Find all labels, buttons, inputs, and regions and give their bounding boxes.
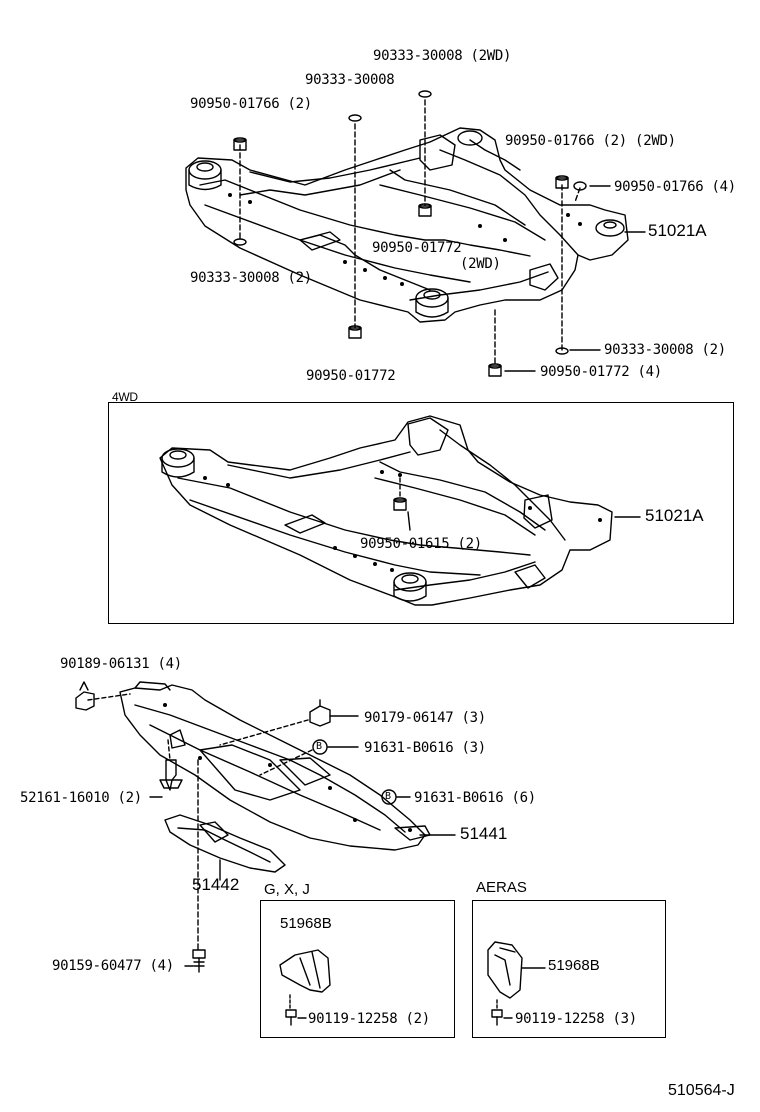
engine-under-cover-assembly: [75, 681, 456, 973]
label-top-nut-left: 90950-01766 (2): [190, 96, 312, 112]
label-plate: 51442: [192, 875, 240, 894]
label-aeras-bolt: 90119-12258 (3): [515, 1011, 637, 1027]
label-frame-4wd: 51021A: [645, 506, 704, 525]
bracket-gxj-drawing: [279, 949, 331, 1026]
label-diagram-id: 510564-J: [668, 1082, 735, 1099]
label-cover: 51441: [460, 824, 508, 843]
front-crossmember-4wd: [159, 415, 641, 606]
label-washer-left: 90333-30008 (2): [190, 270, 312, 286]
label-nut-center-2wd-code: 90950-01772: [372, 240, 462, 256]
label-section-4wd: 4WD: [112, 390, 138, 404]
bolt-marker-a: B: [316, 741, 322, 752]
label-gxj-part: 51968B: [280, 915, 332, 932]
label-washer-right-lower: 90333-30008 (2): [604, 342, 726, 358]
label-nut-90179: 90179-06147 (3): [364, 710, 486, 726]
label-nut-4wd: 90950-01615 (2): [360, 536, 482, 552]
bolt-marker-b: B: [385, 791, 391, 802]
label-clip-nut: 90189-06131 (4): [60, 656, 182, 672]
section-gxj-box: [260, 900, 455, 1038]
label-aeras-part: 51968B: [548, 957, 600, 974]
label-nut-center-2wd-tag: (2WD): [460, 256, 501, 272]
label-box-gxj-title: G, X, J: [264, 881, 310, 898]
label-nut-right-2wd: 90950-01766 (2) (2WD): [505, 133, 676, 149]
label-top-washer-center: 90333-30008: [305, 72, 395, 88]
bracket-aeras-drawing: [487, 941, 546, 1026]
label-bolt-a: 91631-B0616 (3): [364, 740, 486, 756]
section-aeras-box: [472, 900, 666, 1038]
front-crossmember-2wd: [185, 90, 646, 377]
label-bolt-b: 91631-B0616 (6): [414, 790, 536, 806]
section-4wd-box: [108, 402, 734, 624]
label-gxj-bolt: 90119-12258 (2): [308, 1011, 430, 1027]
label-nut-right-4: 90950-01766 (4): [614, 179, 736, 195]
label-frame-right: 51021A: [648, 221, 707, 240]
label-nut-bottom-center: 90950-01772: [306, 368, 396, 384]
label-box-aeras-title: AERAS: [476, 879, 527, 896]
label-clip-52161: 52161-16010 (2): [20, 790, 142, 806]
label-bolt-90159: 90159-60477 (4): [52, 958, 174, 974]
label-nut-bottom-right: 90950-01772 (4): [540, 364, 662, 380]
label-top-2wd-washer: 90333-30008 (2WD): [373, 48, 512, 64]
